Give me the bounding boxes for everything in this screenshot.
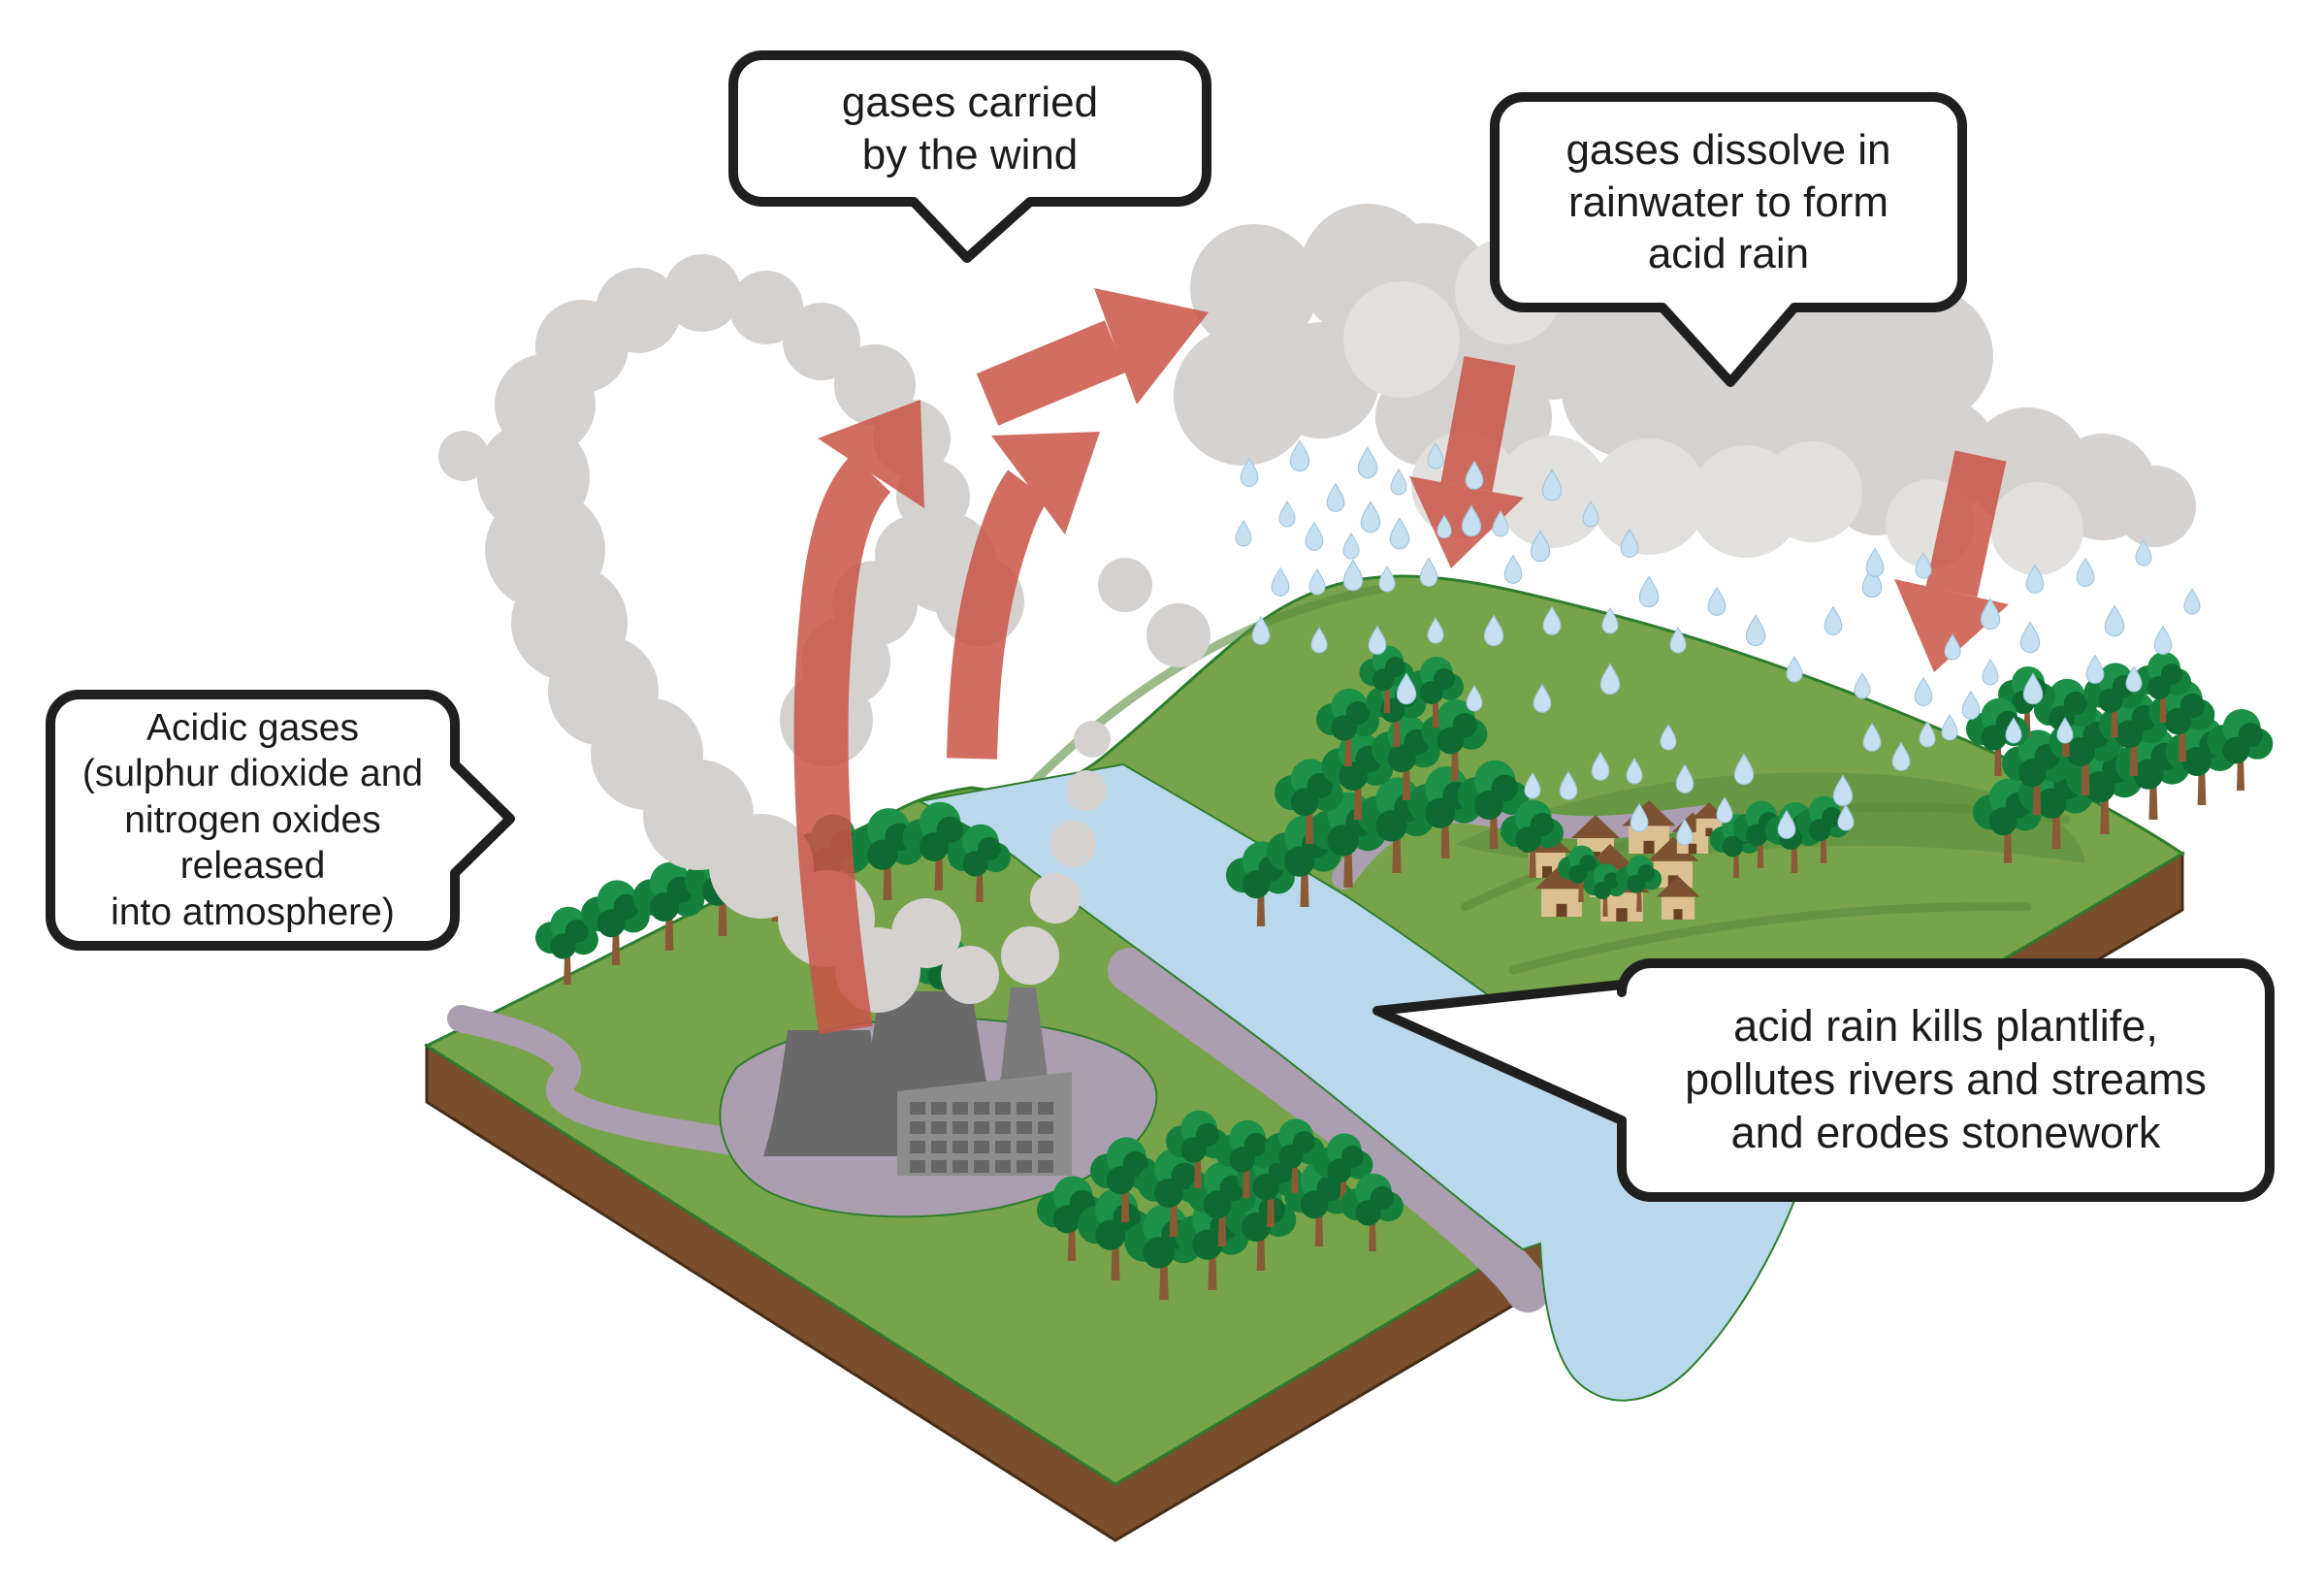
factory-windows <box>910 1102 1053 1173</box>
smoke-puff-icon <box>783 303 860 380</box>
cloud-icon <box>1990 482 2083 575</box>
raindrop-icon <box>1707 587 1727 616</box>
speech-bubble-acidic-gases <box>46 690 515 951</box>
raindrop-icon <box>1786 656 1803 683</box>
factory-window <box>1017 1121 1032 1134</box>
smoke-puff-icon <box>596 268 681 353</box>
factory-window <box>931 1121 947 1134</box>
smoke-puff-icon <box>1146 603 1210 667</box>
factory-window <box>910 1102 925 1115</box>
speech-bubble-dissolve <box>1490 92 1967 387</box>
factory-window <box>1038 1102 1053 1115</box>
smoke-puff-icon <box>663 254 741 332</box>
raindrop-icon <box>2183 588 2201 615</box>
raindrop-icon <box>2153 626 2173 655</box>
factory-window <box>1038 1141 1053 1153</box>
wind-arrow-icon <box>976 288 1209 426</box>
raindrop-icon <box>1308 568 1326 596</box>
speech-bubble-wind <box>728 50 1211 263</box>
raindrop-icon <box>1854 672 1871 699</box>
raindrop-icon <box>1389 517 1410 550</box>
raindrop-icon <box>1360 501 1381 534</box>
factory-chimney-icon <box>991 987 1059 1101</box>
raindrop-icon <box>1865 548 1885 577</box>
raindrop-icon <box>1914 677 1933 706</box>
cloud-icon <box>2114 466 2196 547</box>
raindrop-icon <box>1342 559 1364 592</box>
rising-gas-arrow-icon <box>793 400 924 1035</box>
smoke-puff-icon <box>891 898 961 968</box>
factory-window <box>974 1121 989 1134</box>
factory-window <box>931 1102 947 1115</box>
factory-window <box>952 1160 968 1173</box>
factory-window <box>952 1141 968 1153</box>
raindrop-icon <box>2076 558 2095 587</box>
speech-bubble-effects <box>1372 958 2275 1202</box>
factory-window <box>1038 1121 1053 1134</box>
rising-gas-arrow-icon <box>947 432 1100 760</box>
smoke-puff-icon <box>941 946 999 1004</box>
raindrop-icon <box>1941 714 1958 741</box>
cloud-icon <box>1654 332 1799 477</box>
factory <box>763 987 1072 1176</box>
smoke-puff-icon <box>438 431 489 481</box>
factory-window <box>910 1160 925 1173</box>
smoke-puff-icon <box>1098 558 1152 612</box>
raindrop-icon <box>1235 520 1252 547</box>
raindrop-icon <box>2104 604 2125 637</box>
factory-window <box>1017 1141 1032 1153</box>
smoke-puff-icon <box>1049 821 1096 867</box>
factory-window <box>910 1121 925 1134</box>
smoke-puff-icon <box>1001 926 1059 985</box>
cloud-icon <box>1761 441 1862 542</box>
cloud-icon <box>1343 281 1460 398</box>
tree-icon <box>2207 709 2274 791</box>
raindrop-icon <box>2019 621 2041 654</box>
raindrop-icon <box>1278 501 1296 528</box>
factory-window <box>952 1102 968 1115</box>
factory-window <box>931 1160 947 1173</box>
factory-window <box>974 1160 989 1173</box>
smoke-puff-icon <box>729 271 803 344</box>
raindrop-icon <box>1503 555 1523 584</box>
raindrop-icon <box>1289 439 1310 472</box>
raindrop-icon <box>1390 469 1407 496</box>
factory-window <box>995 1121 1011 1134</box>
raindrop-icon <box>1357 446 1378 479</box>
raindrop-icon <box>1824 606 1843 635</box>
factory-window <box>995 1141 1011 1153</box>
factory-window <box>1017 1102 1032 1115</box>
factory-smoke <box>438 254 1210 1013</box>
hill-contour-line <box>1508 902 2032 975</box>
raindrop-icon <box>1378 566 1396 593</box>
cloud-icon <box>1591 438 1707 555</box>
factory-window <box>995 1102 1011 1115</box>
raindrop-icon <box>1305 522 1324 551</box>
raindrop-icon <box>1271 567 1290 597</box>
smoke-puff-icon <box>1066 770 1107 811</box>
factory-window <box>974 1102 989 1115</box>
raindrop-icon <box>1961 691 1981 720</box>
raindrop-icon <box>1326 483 1345 512</box>
riverbank-path <box>1108 948 1550 1312</box>
factory-window <box>995 1160 1011 1173</box>
factory-window <box>1038 1160 1053 1173</box>
raindrop-icon <box>1638 575 1660 608</box>
raindrop-icon <box>1419 558 1438 587</box>
raindrop-icon <box>1342 533 1360 560</box>
cloud-icon <box>1190 224 1318 352</box>
smoke-puff-icon <box>1030 873 1081 923</box>
factory-window <box>974 1141 989 1153</box>
raindrop-icon <box>1982 659 1999 686</box>
raindrop-icon <box>1745 614 1766 647</box>
factory-window <box>1017 1160 1032 1173</box>
smoke-puff-icon <box>1074 721 1111 758</box>
factory-window <box>910 1141 925 1153</box>
factory-window <box>952 1121 968 1134</box>
raindrop-icon <box>2085 655 2105 684</box>
callout-bubbles <box>46 50 2275 1202</box>
acid-rain-down-arrow-icon <box>1894 450 2009 672</box>
factory-window <box>931 1141 947 1153</box>
river <box>916 762 1849 1402</box>
